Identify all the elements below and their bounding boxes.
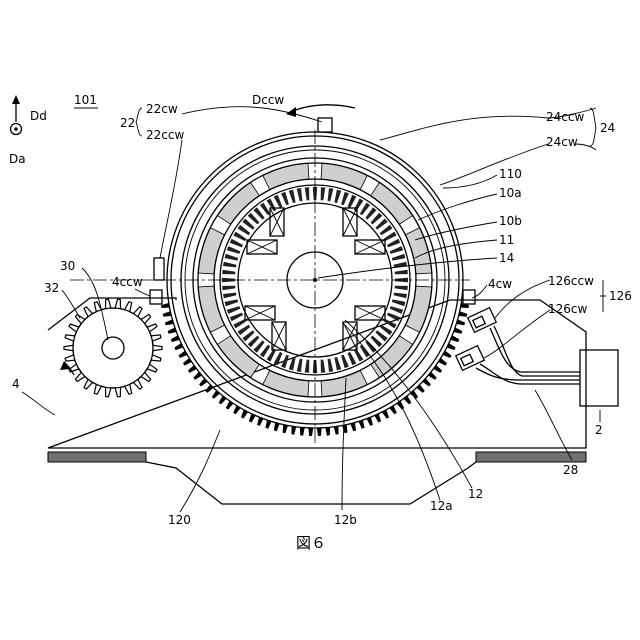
- stator-slot: [394, 293, 407, 299]
- stator-slot: [233, 232, 246, 242]
- stator-slot: [392, 299, 406, 306]
- ring-gear-tooth: [308, 428, 313, 436]
- stator-slot: [380, 325, 393, 335]
- stator-slot: [297, 359, 303, 372]
- stator-slot: [341, 192, 349, 205]
- label-12b: 12b: [334, 513, 357, 527]
- ring-gear-tooth: [317, 428, 322, 436]
- figure-caption: 図６: [296, 534, 326, 552]
- stator-slot: [390, 246, 403, 254]
- stator-slot: [260, 203, 270, 216]
- stator-slot: [230, 239, 243, 248]
- pinion-gear-teeth: [64, 299, 162, 397]
- stator-slot: [230, 313, 243, 322]
- stator-slot: [238, 225, 251, 235]
- stator-slot: [360, 203, 370, 216]
- label-110: 110: [499, 167, 522, 181]
- label-30: 30: [60, 259, 75, 273]
- label-22: 22: [120, 116, 135, 130]
- label-126cw: 126cw: [548, 302, 588, 316]
- ring-gear-tooth: [300, 427, 305, 435]
- stator-slot: [328, 359, 334, 372]
- label-28: 28: [563, 463, 578, 477]
- direction-a-label: Da: [9, 152, 26, 166]
- ring-gear-tooth: [325, 427, 330, 435]
- label-10a: 10a: [499, 186, 522, 200]
- label-32: 32: [44, 281, 59, 295]
- stator-slot: [328, 188, 334, 201]
- stator-slot: [360, 345, 370, 358]
- ring-gear-tooth: [291, 426, 296, 434]
- label-14: 14: [499, 251, 514, 265]
- label-126ccw: 126ccw: [548, 274, 594, 288]
- label-4ccw: 4ccw: [112, 275, 143, 289]
- stator-slot: [227, 306, 240, 314]
- stator-slot: [225, 254, 239, 261]
- stator-slot: [387, 239, 400, 248]
- direction-indicator: Dd Da: [9, 95, 47, 166]
- label-22ccw: 22ccw: [146, 128, 184, 142]
- label-120: 120: [168, 513, 191, 527]
- sensors-and-wiring: [456, 308, 618, 406]
- stator-slot: [334, 357, 341, 371]
- stator-slot: [297, 188, 303, 201]
- stator-slot: [222, 270, 235, 275]
- stator-slot: [274, 195, 283, 208]
- label-dccw: Dccw: [252, 93, 284, 107]
- label-10b: 10b: [499, 214, 522, 228]
- stator-slot: [223, 293, 236, 299]
- figure-reference-number: 101: [74, 93, 97, 107]
- stator-slot: [223, 262, 236, 268]
- stator-slot: [274, 352, 283, 365]
- stator-slot: [390, 306, 403, 314]
- stator-slot: [395, 286, 408, 291]
- pinion-gear: [64, 299, 162, 397]
- stator-slot: [267, 198, 277, 211]
- label-2: 2: [595, 423, 603, 437]
- label-4cw: 4cw: [488, 277, 512, 291]
- stator-slot: [222, 286, 235, 291]
- stator-slot: [227, 246, 240, 254]
- stator-slot: [321, 187, 326, 200]
- label-12a: 12a: [430, 499, 453, 513]
- stator-slot: [305, 360, 310, 373]
- label-126: 126: [609, 289, 632, 303]
- stator-slot: [225, 299, 239, 306]
- stator-slot: [238, 325, 251, 335]
- stator-slot: [260, 345, 270, 358]
- label-22cw: 22cw: [146, 102, 178, 116]
- stator-slot: [321, 360, 326, 373]
- stator-slot: [334, 190, 341, 204]
- direction-d-label: Dd: [30, 109, 47, 123]
- ring-gear-tooth: [334, 426, 339, 434]
- label-4: 4: [12, 377, 20, 391]
- stator-slot: [354, 198, 364, 211]
- label-24ccw: 24ccw: [546, 110, 584, 124]
- stator-slot: [281, 192, 289, 205]
- label-24cw: 24cw: [546, 135, 578, 149]
- stator-slot: [305, 187, 310, 200]
- stator-slot: [380, 225, 393, 235]
- stator-slot: [289, 190, 296, 204]
- stator-slot: [348, 195, 357, 208]
- label-11: 11: [499, 233, 514, 247]
- label-12: 12: [468, 487, 483, 501]
- stator-slot: [348, 352, 357, 365]
- stator-slot: [341, 355, 349, 368]
- stator-slot: [392, 254, 406, 261]
- stator-slot: [387, 313, 400, 322]
- label-24: 24: [600, 121, 615, 135]
- stator-slot: [395, 270, 408, 275]
